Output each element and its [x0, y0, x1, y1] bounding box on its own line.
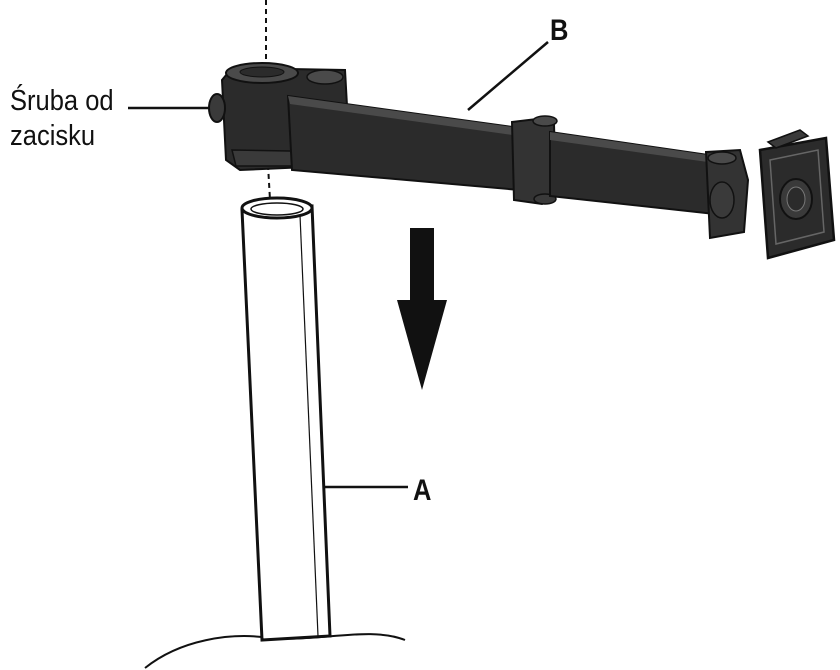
part-label-b: B	[550, 14, 569, 47]
leader-line-b	[467, 41, 549, 111]
clamp-screw-label: Śruba od zacisku	[10, 84, 114, 154]
alignment-axis-lower	[267, 164, 271, 201]
monitor-arm-b	[208, 62, 836, 260]
clamp-screw-label-line2: zacisku	[10, 120, 96, 152]
part-label-a: A	[413, 474, 432, 507]
arrow-down-icon	[397, 228, 447, 390]
clamp-screw-label-line1: Śruba od	[10, 85, 114, 117]
pole-a	[240, 196, 332, 642]
